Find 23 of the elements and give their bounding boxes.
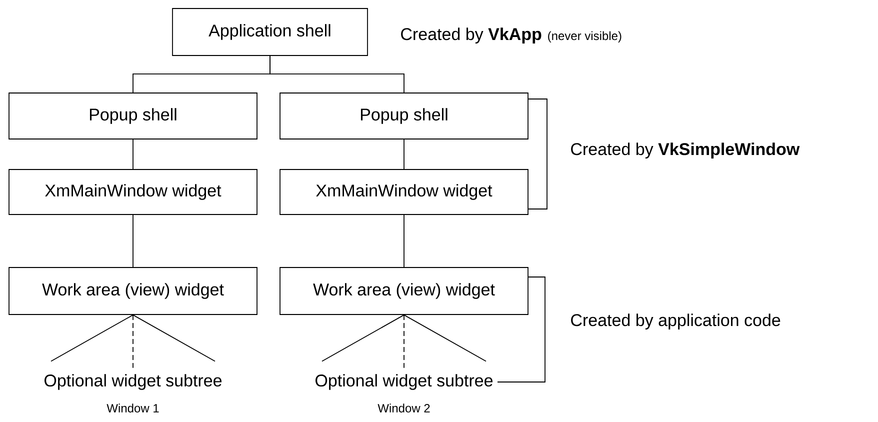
- subtree-text: Optional widget subtree: [316, 374, 493, 390]
- connector-line: [132, 139, 134, 170]
- window-caption: Window 1: [106, 404, 159, 412]
- widget-box: Work area (view) widget: [280, 267, 528, 315]
- window-caption: Window 2: [378, 404, 430, 412]
- connector-line: [404, 314, 486, 362]
- widget-box: XmMainWindow widget: [280, 169, 528, 215]
- subtree-text: Optional widget subtree: [44, 374, 222, 390]
- connector-line: [322, 314, 404, 362]
- widget-box: Application shell: [172, 8, 368, 56]
- connector-line: [132, 314, 216, 362]
- widget-box: Work area (view) widget: [8, 267, 258, 315]
- connector-line: [50, 314, 134, 362]
- creator-note: (never visible): [548, 31, 622, 42]
- creator-note: Created by application code: [571, 314, 780, 330]
- widget-box: Popup shell: [280, 92, 528, 140]
- creator-note: Created by VkApp: [401, 28, 542, 44]
- widget-box: XmMainWindow widget: [8, 169, 258, 215]
- connector-line: [132, 314, 134, 368]
- connector-line: [270, 56, 404, 93]
- creator-note: Created by VkSimpleWindow: [571, 142, 800, 159]
- connector-line: [132, 214, 134, 268]
- widget-box: Popup shell: [8, 92, 258, 140]
